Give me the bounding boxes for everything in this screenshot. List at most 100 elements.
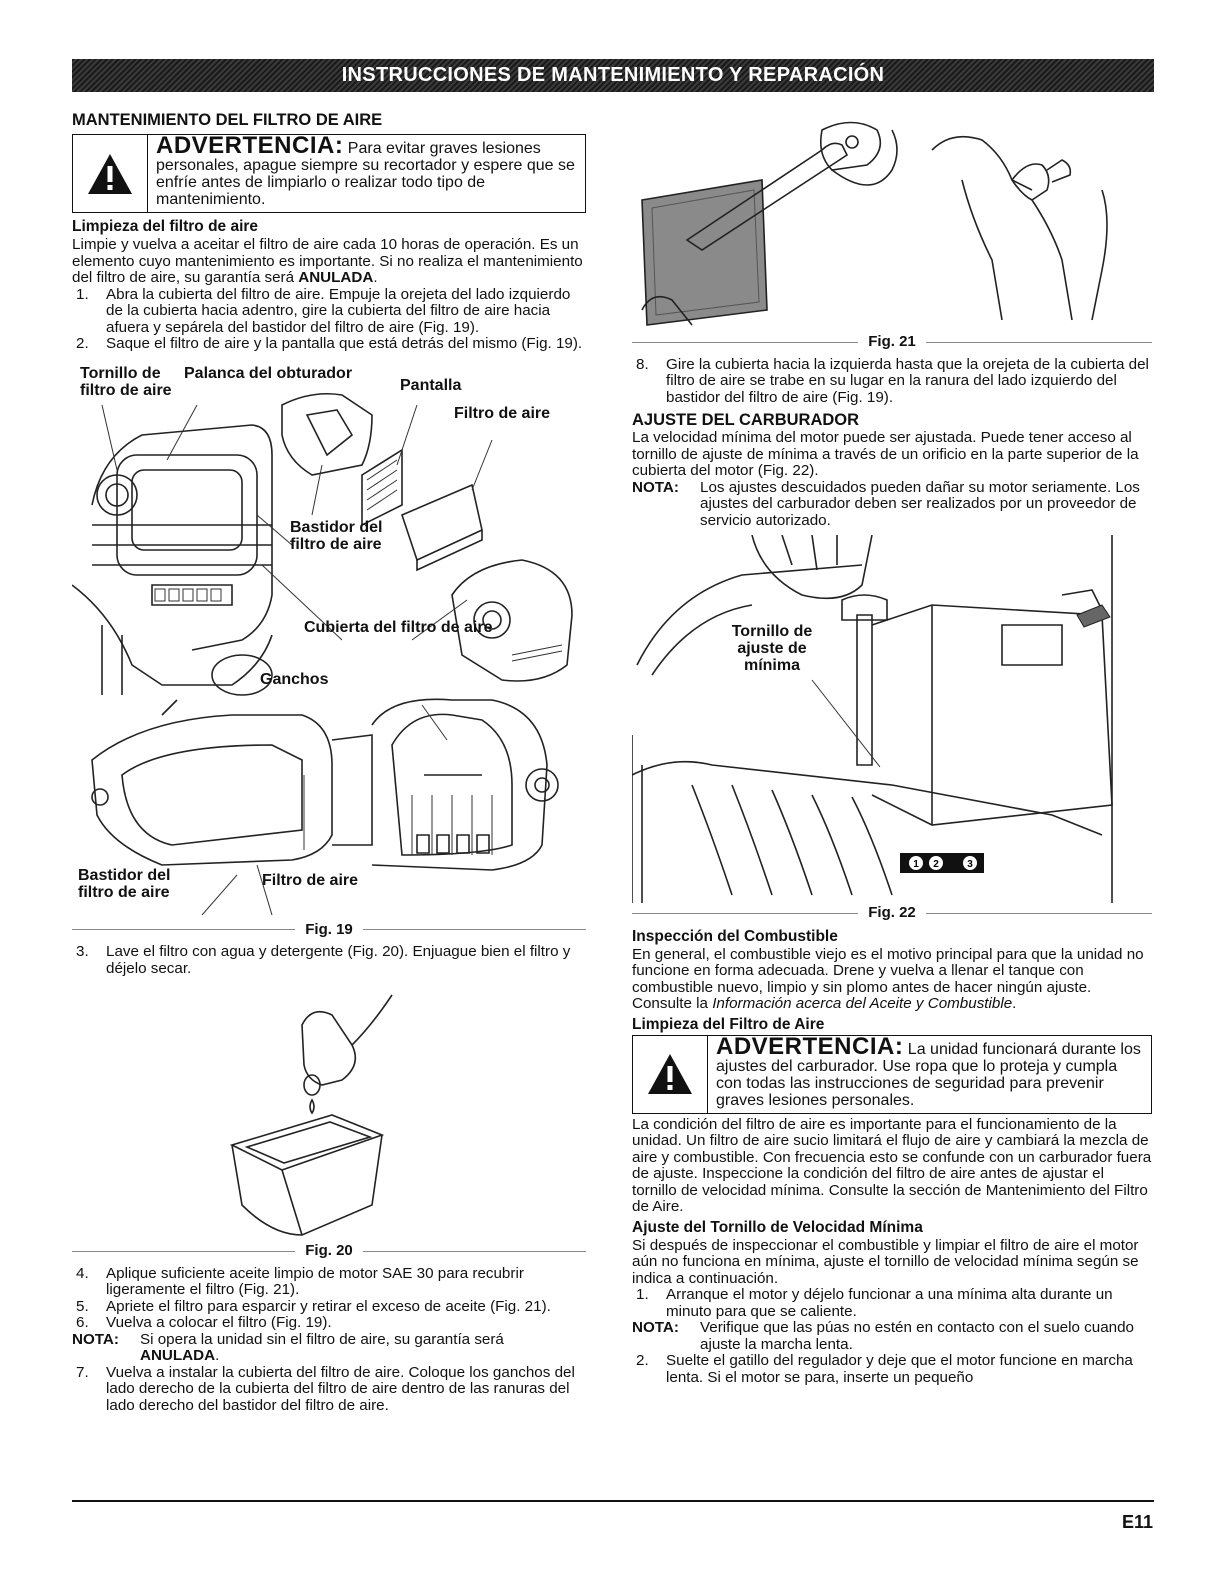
step-text: Vuelva a instalar la cubierta del filtro… bbox=[106, 1363, 575, 1414]
step-item: 1. Arranque el motor y déjelo funcionar a… bbox=[632, 1286, 1152, 1320]
fig19-caption: Fig. 19 bbox=[305, 920, 353, 938]
step-item: 7. Vuelva a instalar la cubierta del filt… bbox=[72, 1363, 586, 1415]
fig20-caption: Fig. 20 bbox=[305, 1242, 353, 1259]
fuel-end: . bbox=[1012, 995, 1017, 1012]
intro-bold: ANULADA bbox=[298, 269, 374, 286]
figure-20 bbox=[72, 985, 586, 1241]
step-text: Aplique suficiente aceite limpio de moto… bbox=[106, 1264, 524, 1298]
idle-screw-illustration: 1 2 3 bbox=[631, 534, 1113, 903]
fig22-caption-row: Fig. 22 bbox=[632, 904, 1153, 922]
nota-text: Si opera la unidad sin el filtro de aire… bbox=[140, 1330, 504, 1348]
wash-filter-illustration bbox=[229, 994, 393, 1236]
fig20-caption-row: Fig. 20 bbox=[72, 1242, 587, 1260]
nota-warranty: NOTA: Si opera la unidad sin el filtro de… bbox=[72, 1330, 586, 1365]
label-air-filter-screw: Tornillo de filtro de aire bbox=[80, 364, 172, 399]
step-number: 6. bbox=[76, 1314, 89, 1331]
left-column: MANTENIMIENTO DEL FILTRO DE AIRE ADVERTE… bbox=[72, 110, 587, 1415]
label-screen: Pantalla bbox=[400, 376, 462, 394]
section-title: MANTENIMIENTO DEL FILTRO DE AIRE bbox=[72, 111, 383, 129]
label-filter-cover: Cubierta del filtro de aire bbox=[304, 618, 493, 636]
nota-label: NOTA: bbox=[632, 478, 679, 496]
fig21-caption-row: Fig. 21 bbox=[632, 333, 1153, 351]
filter-paragraph: La condición del filtro de aire es impor… bbox=[632, 1115, 1152, 1215]
warning-icon bbox=[73, 135, 148, 212]
step-item: 5. Apriete el filtro para esparcir y reti… bbox=[72, 1297, 586, 1316]
step-text: Vuelva a colocar el filtro (Fig. 19). bbox=[106, 1314, 332, 1331]
step8-list: 8. Gire la cubierta hacia la izquierda ha… bbox=[632, 355, 1152, 407]
step-number: 7. bbox=[76, 1363, 89, 1381]
figure-19: Tornillo de filtro de aire Palanca del o… bbox=[72, 365, 586, 920]
right-column: Fig. 21 8. Gire la cubierta hacia la izqu… bbox=[631, 110, 1153, 1386]
step-item: 8. Gire la cubierta hacia la izquierda ha… bbox=[632, 355, 1152, 407]
warning-heading: ADVERTENCIA: bbox=[156, 132, 344, 159]
figure-22: 1 2 3 Tornillo de ajuste de mínima bbox=[631, 534, 1152, 903]
step-number: 1. bbox=[636, 1286, 649, 1303]
step-number: 8. bbox=[636, 355, 649, 373]
fuel-paragraph: En general, el combustible viejo es el m… bbox=[632, 945, 1152, 1013]
step-text: Gire la cubierta hacia la izquierda hast… bbox=[666, 355, 1149, 406]
step-text: Lave el filtro con agua y detergente (Fi… bbox=[106, 943, 571, 977]
carb-paragraph: La velocidad mínima del motor puede ser … bbox=[632, 429, 1139, 479]
fig22-number-3: 3 bbox=[967, 859, 973, 870]
fig22-number-2: 2 bbox=[933, 859, 939, 870]
nota-label: NOTA: bbox=[72, 1330, 119, 1348]
label-air-filter-bottom: Filtro de aire bbox=[262, 871, 359, 889]
warning-box: ADVERTENCIA: Para evitar graves lesiones… bbox=[72, 134, 586, 213]
fuel-title: Inspección del Combustible bbox=[632, 927, 838, 945]
nota-end: . bbox=[215, 1347, 220, 1364]
subtitle: Limpieza del filtro de aire bbox=[72, 218, 259, 235]
label-filter-frame-bottom: Bastidor del filtro de aire bbox=[78, 866, 171, 901]
air-filter-illustration bbox=[72, 392, 573, 915]
steps-list-b: 4. Aplique suficiente aceite limpio de mo… bbox=[72, 1264, 586, 1332]
warning-icon bbox=[633, 1035, 708, 1113]
step-item: 6. Vuelva a colocar el filtro (Fig. 19). bbox=[72, 1314, 586, 1332]
oil-filter-illustration bbox=[641, 121, 1108, 326]
intro-text: Limpie y vuelva a aceitar el filtro de a… bbox=[72, 236, 583, 286]
step-item: 3.Lave el filtro con agua y detergente (… bbox=[72, 943, 586, 977]
fuel-text: En general, el combustible viejo es el m… bbox=[632, 945, 1144, 1012]
steps-list-a: 1. Abra la cubierta del filtro de aire. E… bbox=[72, 285, 586, 353]
idle-paragraph: Si después de inspeccionar el combustibl… bbox=[632, 1236, 1139, 1287]
idle-steps-2: 2. Suelte el gatillo del regulador y deje… bbox=[632, 1352, 1152, 1386]
warning-box-carb: ADVERTENCIA: La unidad funcionará durant… bbox=[632, 1032, 1152, 1114]
step3-list: 3.Lave el filtro con agua y detergente (… bbox=[72, 943, 586, 977]
label-idle-screw: Tornillo de ajuste de mínima bbox=[731, 623, 813, 674]
step-number: 4. bbox=[76, 1264, 89, 1282]
fig19-caption-row: Fig. 19 bbox=[72, 920, 587, 939]
fig22-caption: Fig. 22 bbox=[868, 904, 916, 921]
nota-text: Verifique que las púas no estén en conta… bbox=[700, 1319, 1134, 1353]
step-number: 2. bbox=[636, 1352, 649, 1369]
step-number: 5. bbox=[76, 1297, 89, 1315]
nota-bold: ANULADA bbox=[140, 1347, 216, 1364]
step-item: 4. Aplique suficiente aceite limpio de mo… bbox=[72, 1264, 586, 1299]
carb-title: AJUSTE DEL CARBURADOR bbox=[632, 411, 860, 429]
step-text: Arranque el motor y déjelo funcionar a u… bbox=[666, 1286, 1113, 1320]
nota-label: NOTA: bbox=[632, 1319, 679, 1336]
step-number: 1. bbox=[76, 285, 89, 303]
step-text: Abra la cubierta del filtro de aire. Emp… bbox=[106, 285, 571, 336]
fig21-caption: Fig. 21 bbox=[868, 333, 916, 350]
label-filter-frame-top: Bastidor del filtro de aire bbox=[290, 518, 383, 553]
page-number: E11 bbox=[1121, 1512, 1153, 1532]
intro-end: . bbox=[373, 269, 378, 286]
filter-title: Limpieza del Filtro de Aire bbox=[632, 1015, 825, 1033]
label-choke-lever: Palanca del obturador bbox=[184, 364, 353, 382]
step7-list: 7. Vuelva a instalar la cubierta del filt… bbox=[72, 1363, 586, 1415]
step-text: Suelte el gatillo del regulador y deje q… bbox=[666, 1352, 1133, 1386]
label-hooks: Ganchos bbox=[260, 670, 329, 688]
fuel-italic: Información acerca del Aceite y Combusti… bbox=[712, 995, 1013, 1012]
warning-body: Para evitar graves lesiones personales, … bbox=[156, 140, 575, 208]
step-text: Apriete el filtro para esparcir y retira… bbox=[106, 1297, 551, 1315]
nota-text: Los ajustes descuidados pueden dañar su … bbox=[700, 478, 1140, 529]
banner-title: INSTRUCCIONES DE MANTENIMIENTO Y REPARAC… bbox=[341, 64, 885, 86]
step-item: 2. Saque el filtro de aire y la pantalla … bbox=[72, 335, 586, 353]
step-item: 2. Suelte el gatillo del regulador y deje… bbox=[632, 1352, 1152, 1386]
figure-21 bbox=[632, 110, 1152, 332]
step-number: 2. bbox=[76, 335, 89, 352]
warning-text: ADVERTENCIA: Para evitar graves lesiones… bbox=[148, 132, 585, 212]
warning-heading: ADVERTENCIA: bbox=[716, 1032, 904, 1060]
step-text: Saque el filtro de aire y la pantalla qu… bbox=[106, 335, 583, 352]
idle-title: Ajuste del Tornillo de Velocidad Mínima bbox=[632, 1218, 923, 1236]
step-item: 1. Abra la cubierta del filtro de aire. E… bbox=[72, 285, 586, 337]
idle-steps-1: 1. Arranque el motor y déjelo funcionar a… bbox=[632, 1286, 1152, 1320]
